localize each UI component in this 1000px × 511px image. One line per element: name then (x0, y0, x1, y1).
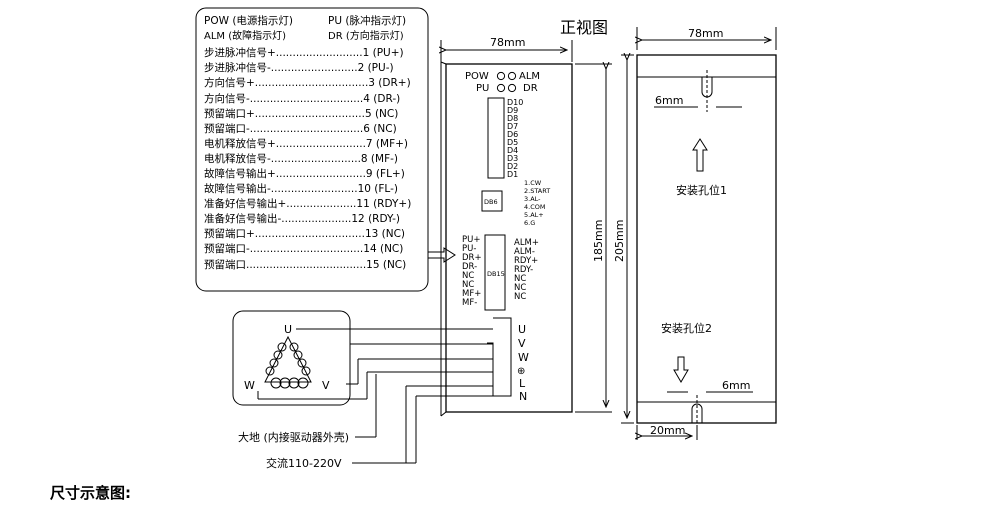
power-terminal (487, 317, 512, 397)
terminal-pin: L (519, 377, 526, 390)
db6-pin: 4.COM (524, 203, 545, 211)
terminal-pin: U (518, 323, 526, 336)
db10-pin: D5 (507, 138, 518, 147)
db6-pin: 3.AL- (524, 195, 541, 203)
up-arrow-icon (692, 138, 708, 172)
legend-row: 方向信号+..................................3… (204, 76, 411, 89)
terminal-pin: N (519, 390, 527, 403)
db10-pin: D9 (507, 106, 518, 115)
legend-row: 准备好信号输出-.....................12 (RDY-) (204, 212, 400, 225)
side-view: 78mm 6mm 6mm 20mm 安装孔位1 安装孔位2 205mm (613, 27, 777, 440)
motor-w: W (244, 379, 255, 392)
db10-pin: D7 (507, 122, 518, 131)
legend-alm: ALM (故障指示灯) (204, 29, 286, 42)
db10-pin: D1 (507, 170, 518, 179)
db6-pin: 5.AL+ (524, 211, 544, 219)
legend-row: 电机释放信号-...........................8 (MF-… (204, 152, 398, 165)
top-slot-dim: 6mm (655, 94, 683, 107)
wiring: 大地 (内接驱动器外壳) 交流110-220V (238, 328, 493, 470)
legend-pu: PU (脉冲指示灯) (328, 14, 406, 27)
db15-left-pin: PU+ (462, 235, 480, 245)
db6-pin: 1.CW (524, 179, 542, 187)
legend-row: 预留端口+.................................5 … (204, 107, 398, 120)
hole1-label: 安装孔位1 (676, 183, 727, 197)
hollow-arrow-icon (428, 247, 456, 263)
front-height-dim: 185mm (592, 220, 605, 262)
dr-label: DR (523, 83, 538, 94)
db15-left-pin: PU- (462, 244, 476, 254)
legend-row: 预留端口-..................................6… (204, 122, 397, 135)
db10-pin: D8 (507, 114, 518, 123)
pin-legend: POW (电源指示灯) PU (脉冲指示灯) ALM (故障指示灯) DR (方… (195, 7, 429, 292)
ac-label: 交流110-220V (266, 456, 342, 470)
pu-label: PU (476, 83, 489, 94)
db15-left-pin: MF- (462, 298, 477, 308)
pu-led-icon (496, 83, 506, 93)
db15-left-pin: MF+ (462, 289, 481, 299)
db15-left-pin: DR+ (462, 253, 482, 263)
db10-pin: D10 (507, 98, 523, 107)
db6-connector (481, 190, 503, 212)
driver-body (445, 63, 573, 413)
db15-right-pin: NC (514, 292, 526, 302)
db10-pin: D3 (507, 154, 518, 163)
legend-row: 故障信号输出-..........................10 (FL-… (204, 182, 398, 195)
legend-row: 预留端口+.................................13… (204, 227, 405, 240)
alm-label: ALM (519, 71, 540, 82)
bottom-slot (691, 403, 703, 423)
db10-pin: D2 (507, 162, 518, 171)
legend-row: 预留端口-..................................1… (204, 242, 403, 255)
ground-terminal-icon: ⊕ (517, 366, 525, 377)
side-height-dim: 205mm (613, 220, 626, 262)
db6-pin: 2.START (524, 187, 550, 195)
ground-label: 大地 (内接驱动器外壳) (238, 430, 349, 444)
legend-row: 预留端口....................................… (204, 258, 406, 271)
legend-row: 故障信号输出+...........................9 (FL+… (204, 167, 405, 180)
motor-winding: U W V (232, 310, 351, 406)
legend-row: 电机释放信号+...........................7 (MF+… (204, 137, 408, 150)
db15-left-pin: NC (462, 280, 474, 290)
db15-right-pin: RDY- (514, 265, 533, 275)
front-view-title: 正视图 (560, 18, 608, 37)
db10-connector (487, 97, 505, 179)
mounting-plate (636, 54, 777, 424)
figure-caption: 尺寸示意图: (50, 484, 131, 502)
db10-pin: D6 (507, 130, 518, 139)
pow-label: POW (465, 71, 489, 82)
db15-label: DB15 (487, 270, 505, 278)
db15-connector (484, 234, 506, 311)
db15-right-pin: NC (514, 274, 526, 284)
front-view: 78mm POW ALM PU DR D10 D9 D8 D7 D6 D5 D4… (428, 36, 612, 417)
legend-row: 方向信号-..................................4… (204, 92, 400, 105)
db15-right-pin: NC (514, 283, 526, 293)
db15-right-pin: ALM- (514, 247, 535, 257)
db10-pin: D4 (507, 146, 518, 155)
db15-right-pin: ALM+ (514, 238, 539, 248)
bottom-slot-dim: 6mm (722, 379, 750, 392)
alm-led-icon (507, 71, 517, 81)
db6-pin: 6.G (524, 219, 535, 227)
db15-left-pin: DR- (462, 262, 477, 272)
front-width-dim: 78mm (490, 36, 525, 49)
legend-dr: DR (方向指示灯) (328, 29, 404, 42)
legend-row: 准备好信号输出+.....................11 (RDY+) (204, 197, 411, 210)
hole2-label: 安装孔位2 (661, 321, 712, 335)
db15-right-pin: RDY+ (514, 256, 538, 266)
terminal-pin: W (518, 351, 529, 364)
terminal-pin: V (518, 337, 526, 350)
motor-u: U (284, 323, 292, 336)
down-arrow-icon (673, 356, 689, 383)
legend-row: 步进脉冲信号+..........................1 (PU+) (204, 46, 404, 59)
pow-led-icon (496, 71, 506, 81)
db6-label: DB6 (484, 198, 498, 206)
db15-left-pin: NC (462, 271, 474, 281)
dr-led-icon (507, 83, 517, 93)
side-width-dim: 78mm (688, 27, 723, 40)
motor-v: V (322, 379, 330, 392)
legend-row: 步进脉冲信号-..........................2 (PU-) (204, 61, 394, 74)
legend-pow: POW (电源指示灯) (204, 14, 293, 27)
offset-dim: 20mm (650, 424, 685, 437)
